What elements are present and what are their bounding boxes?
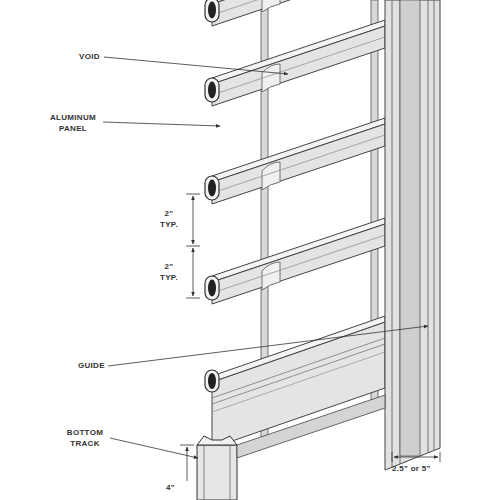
- part-label: BOTTOM TRACK: [60, 428, 110, 450]
- part-label: 2" TYP.: [156, 262, 182, 284]
- part-label: 2" TYP.: [156, 209, 182, 231]
- part-label: GUIDE: [78, 361, 105, 372]
- part-label: ALUMINUM PANEL: [44, 113, 102, 135]
- part-label: VOID: [79, 52, 100, 63]
- bottom-track: [197, 395, 385, 500]
- aluminum-panels: [205, 0, 385, 304]
- part-label: 4": [166, 483, 175, 494]
- part-label: 2.5" or 5": [392, 464, 431, 475]
- dimension-lines: [180, 194, 440, 481]
- leader-lines: [103, 57, 428, 458]
- guide-channel: [385, 0, 440, 470]
